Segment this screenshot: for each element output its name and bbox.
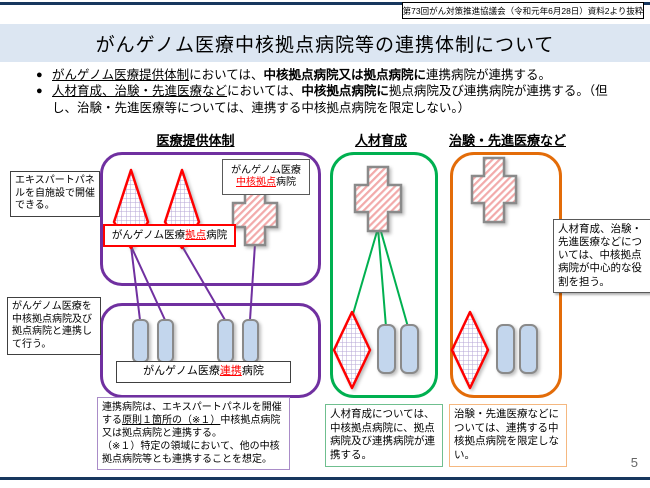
- designated-label-rest: 病院: [206, 228, 228, 241]
- bullet-2-mid: においては、: [227, 84, 302, 99]
- bullet-1-underlined: がんゲノム医療提供体制: [52, 68, 190, 82]
- bottom-rule: [0, 477, 650, 480]
- title-bar: がんゲノム医療中核拠点病院等の連携体制について: [0, 24, 650, 62]
- partner-label-text: がんゲノム医療連携病院: [143, 365, 264, 379]
- bullet-1-post: 連携病院が連携する。: [426, 68, 552, 82]
- bullet-2-underlined: 人材育成、治験・先進医療など: [52, 84, 228, 99]
- source-note: 第73回がん対策推進協議会（令和元年6月28日）資料2より抜粋: [402, 2, 644, 19]
- designated-hospital-label: がんゲノム医療拠点病院: [103, 224, 236, 247]
- partner-note: 連携病院は、エキスパートパネルを開催する原則１箇所の（※１）中核拠点病院又は拠点…: [97, 397, 290, 470]
- section-title-training: 人材育成: [354, 133, 407, 148]
- designated-label-text: がんゲノム医療拠点病院: [112, 229, 227, 242]
- section-title-care: 医療提供体制: [156, 133, 235, 148]
- genome-care-callout: がんゲノム医療を中核拠点病院及び拠点病院と連携して行う。: [7, 297, 101, 355]
- partner-label-rest: 病院: [241, 365, 264, 378]
- source-note-text: 第73回がん対策推進協議会（令和元年6月28日）資料2より抜粋: [402, 5, 644, 16]
- bullet-icon: ●: [36, 69, 43, 81]
- core-role-callout: 人材育成、治験・先進医療などについては、中核拠点病院が中心的な役割を担う。: [553, 219, 650, 293]
- partner-note-pre: 連携病院は、エキスパートパネルを開催する: [102, 402, 282, 426]
- core-hospital-label: がんゲノム医療 中核拠点病院: [222, 159, 310, 195]
- designated-label-pre: がんゲノム医療: [111, 228, 186, 241]
- care-lower-frame: [100, 303, 321, 398]
- training-frame: [330, 152, 438, 398]
- bullet-2-bold: 中核拠点病院に: [301, 84, 389, 99]
- bullet-item-1: ● がんゲノム医療提供体制においては、中核拠点病院又は拠点病院に連携病院が連携す…: [36, 67, 626, 83]
- training-note: 人材育成については、中核拠点病院に、拠点病院及び連携病院が連携する。: [325, 404, 443, 467]
- core-label-rest: 病院: [276, 177, 296, 188]
- core-label-line2: 中核拠点病院: [236, 177, 296, 190]
- partner-note-footnote: （※１）特定の領域において、他の中核拠点病院等とも連携することを想定。: [102, 441, 280, 465]
- bullet-2-text: 人材育成、治験・先進医療などにおいては、中核拠点病院に拠点病院及び連携病院が連携…: [52, 83, 626, 116]
- partner-note-underlined: 原則１箇所の（※１）: [122, 415, 221, 426]
- bullet-2-post: 拠点病院及び連携病院が連携する。（但し、治験・先進医療等については、連携する中核…: [52, 84, 608, 115]
- page-title: がんゲノム医療中核拠点病院等の連携体制について: [95, 34, 555, 56]
- designated-label-red: 拠点: [185, 228, 207, 241]
- partner-hospital-label: がんゲノム医療連携病院: [116, 361, 291, 383]
- partner-label-pre: がんゲノム医療: [143, 365, 220, 378]
- top-rule: [0, 2, 650, 5]
- partner-label-red: 連携: [219, 365, 242, 378]
- bullet-list: ● がんゲノム医療提供体制においては、中核拠点病院又は拠点病院に連携病院が連携す…: [36, 67, 626, 116]
- bullet-1-mid: においては、: [189, 68, 264, 82]
- bullet-1-bold: 中核拠点病院又は拠点病院に: [263, 68, 427, 82]
- bullet-1-text: がんゲノム医療提供体制においては、中核拠点病院又は拠点病院に連携病院が連携する。: [52, 67, 551, 83]
- trials-frame: [450, 152, 562, 398]
- core-label-red: 中核拠点: [236, 177, 276, 188]
- core-label-line1: がんゲノム医療: [231, 164, 301, 176]
- bullet-item-2: ● 人材育成、治験・先進医療などにおいては、中核拠点病院に拠点病院及び連携病院が…: [36, 83, 626, 116]
- page-number: 5: [630, 455, 638, 470]
- expert-panel-callout: エキスパートパネルを自施設で開催できる。: [10, 171, 100, 217]
- bullet-icon: ●: [36, 85, 43, 98]
- section-title-trials: 治験・先進医療など: [448, 133, 566, 148]
- partner-note-post: 中核拠点病院又は拠点病院と連携する。: [102, 415, 281, 439]
- trials-note: 治験・先進医療などについては、連携する中核拠点病院を限定しない。: [449, 404, 567, 467]
